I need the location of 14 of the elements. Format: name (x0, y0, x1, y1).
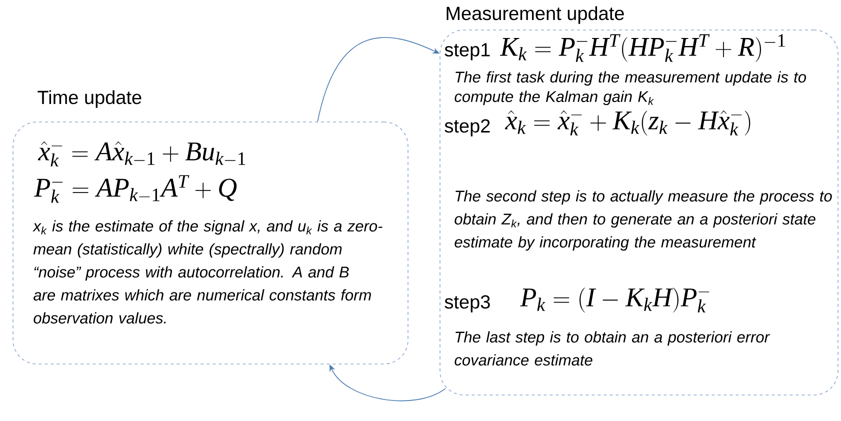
description-text: The second step is to actually measure the process to obtain Z$_{k}$, and then to generate an a posteriori state estimate by incorporating the measurement (454, 190, 832, 251)
step-label: step2 (444, 119, 490, 136)
description-text: x$_{k}$ is the estimate of the signal x, and u$_{k}$ is a zero-mean (statistically) white (spectrally) random “noise” process with autocorrelation. A and B are matrixes which are numerical constants form observation values. (32, 220, 382, 324)
formula: $P_k^- = AP_{k-1}A^T + Q$ (34, 175, 237, 203)
step-label: step1 (444, 43, 490, 60)
description-text: The last step is to obtain an a posteriori error covariance estimate (454, 331, 770, 366)
formula: $\hat{x}_k^- = A\hat{x}_{k-1} + Bu_{k-1}$ (38, 141, 246, 166)
formula: $\hat{x}_k = \hat{x}_k^- + K_k(z_k - H\hat{x}_k^-)$ (504, 110, 750, 136)
formula: $P_k = (I - K_kH)P_k^-$ (520, 288, 710, 312)
heading: Measurement update (446, 6, 624, 24)
formula: $K_k = P_k^- H^T (HP_k^- H^T + R)^{-1}$ (500, 34, 786, 62)
heading: Time update (38, 90, 142, 108)
step-label: step3 (444, 295, 490, 312)
description-text: The first task during the measurement update is to compute the Kalman gain K$_{k}$ (454, 71, 806, 106)
